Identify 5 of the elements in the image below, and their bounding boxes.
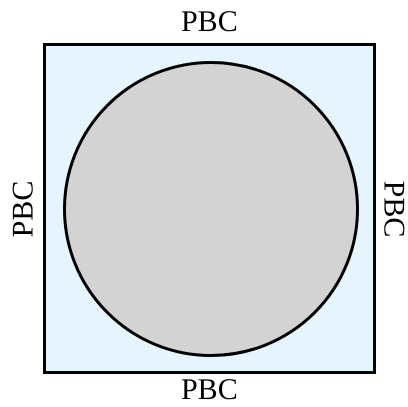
boundary-label: PBC [8, 180, 38, 237]
boundary-label: PBC [181, 7, 238, 37]
square-region [43, 43, 376, 374]
boundary-label: PBC [378, 180, 408, 237]
boundary-label: PBC [181, 375, 238, 405]
